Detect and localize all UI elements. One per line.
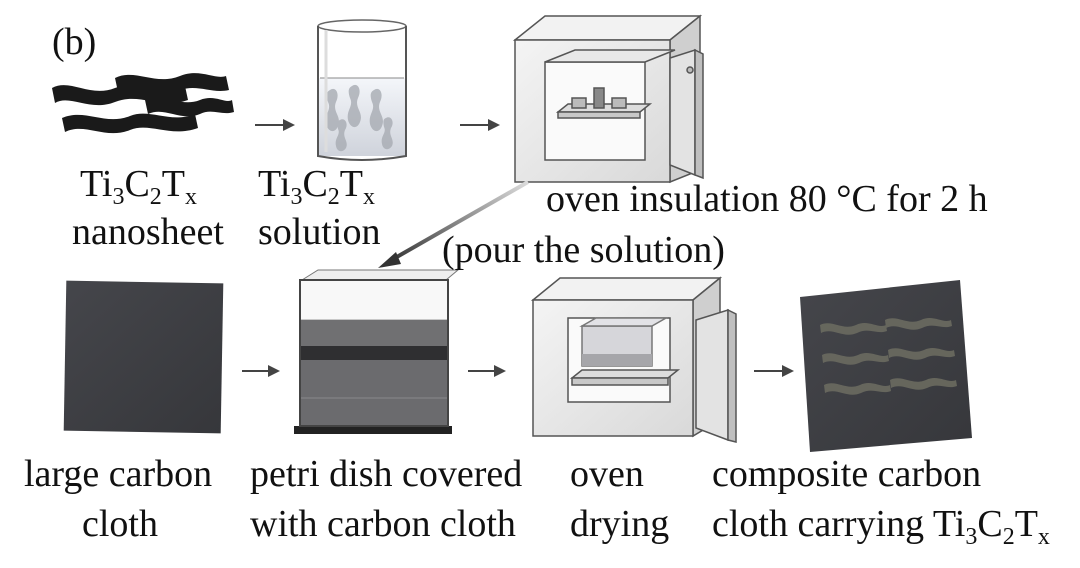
oven-drying-label-line1: oven xyxy=(570,453,644,495)
solution-label-line2: solution xyxy=(258,211,381,253)
panel-label: (b) xyxy=(52,21,97,63)
petri-label-line2: with carbon cloth xyxy=(250,503,516,545)
large-cloth-label-line1: large carbon xyxy=(24,453,213,495)
arrow-5 xyxy=(754,365,794,377)
composite-label-line2: cloth carrying Ti3C2Tx xyxy=(712,503,1050,550)
petri-label-line1: petri dish covered xyxy=(250,453,523,495)
composite-label-line1: composite carbon xyxy=(712,453,982,495)
beaker-illustration xyxy=(317,19,407,161)
nanosheet-illustration xyxy=(52,73,234,134)
pour-label: (pour the solution) xyxy=(442,229,725,271)
oven-insulation-illustration xyxy=(512,14,704,184)
oven-drying-illustration xyxy=(530,276,737,443)
oven-drying-label-line2: drying xyxy=(570,503,670,545)
nanosheet-label-line2: nanosheet xyxy=(72,211,224,253)
arrow-2 xyxy=(460,119,500,131)
arrow-1 xyxy=(255,119,295,131)
composite-cloth-illustration xyxy=(800,280,972,452)
petri-dish-illustration xyxy=(294,269,460,434)
large-cloth-label-line2: cloth xyxy=(82,503,158,545)
arrow-4 xyxy=(468,365,506,377)
pour-arrow xyxy=(378,180,529,268)
arrow-3 xyxy=(242,365,280,377)
nanosheet-label: Ti3C2Tx xyxy=(80,163,198,210)
process-arrows xyxy=(242,119,794,377)
large-carbon-cloth-illustration xyxy=(63,280,224,434)
solution-label: Ti3C2Tx xyxy=(258,163,376,210)
oven-insulation-label: oven insulation 80 °C for 2 h xyxy=(546,178,988,220)
